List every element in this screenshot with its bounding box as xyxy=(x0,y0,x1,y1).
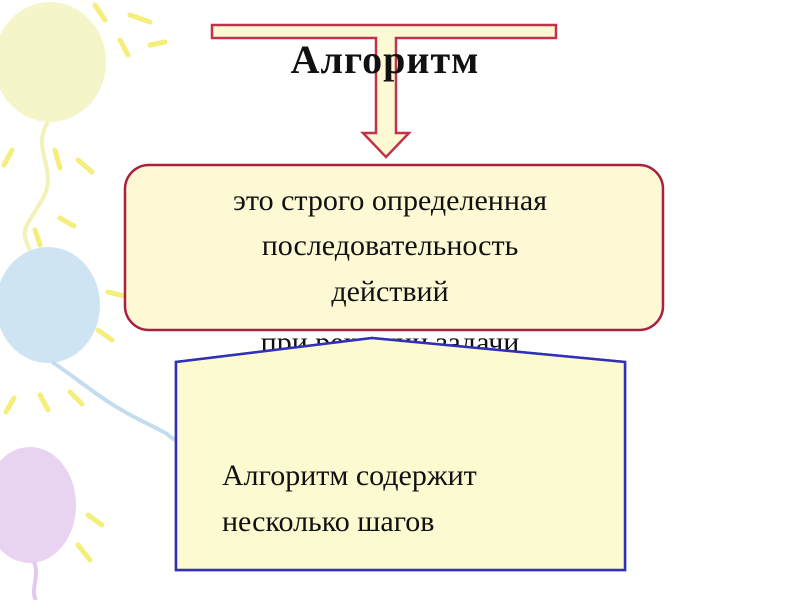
slide-title: Алгоритм xyxy=(290,37,480,82)
definition-line-2: последовательность xyxy=(261,229,519,262)
definition-line-4: при решении задачи xyxy=(260,326,520,359)
down-arrow-icon xyxy=(210,23,558,159)
balloon-string xyxy=(32,561,38,600)
balloon-string xyxy=(50,360,177,442)
sparkle-decoration xyxy=(1,2,168,563)
balloon-string xyxy=(22,120,50,251)
balloon-decoration xyxy=(0,2,177,600)
balloon-yellow xyxy=(0,2,106,122)
definition-line-1: это строго определенная xyxy=(232,184,547,217)
balloon-purple xyxy=(0,447,76,563)
steps-line-2: несколько шагов xyxy=(222,505,435,538)
definition-box xyxy=(123,163,665,332)
definition-line-3: действий xyxy=(331,275,449,308)
steps-line-1: Алгоритм содержит xyxy=(222,459,477,492)
balloon-blue xyxy=(0,247,100,363)
